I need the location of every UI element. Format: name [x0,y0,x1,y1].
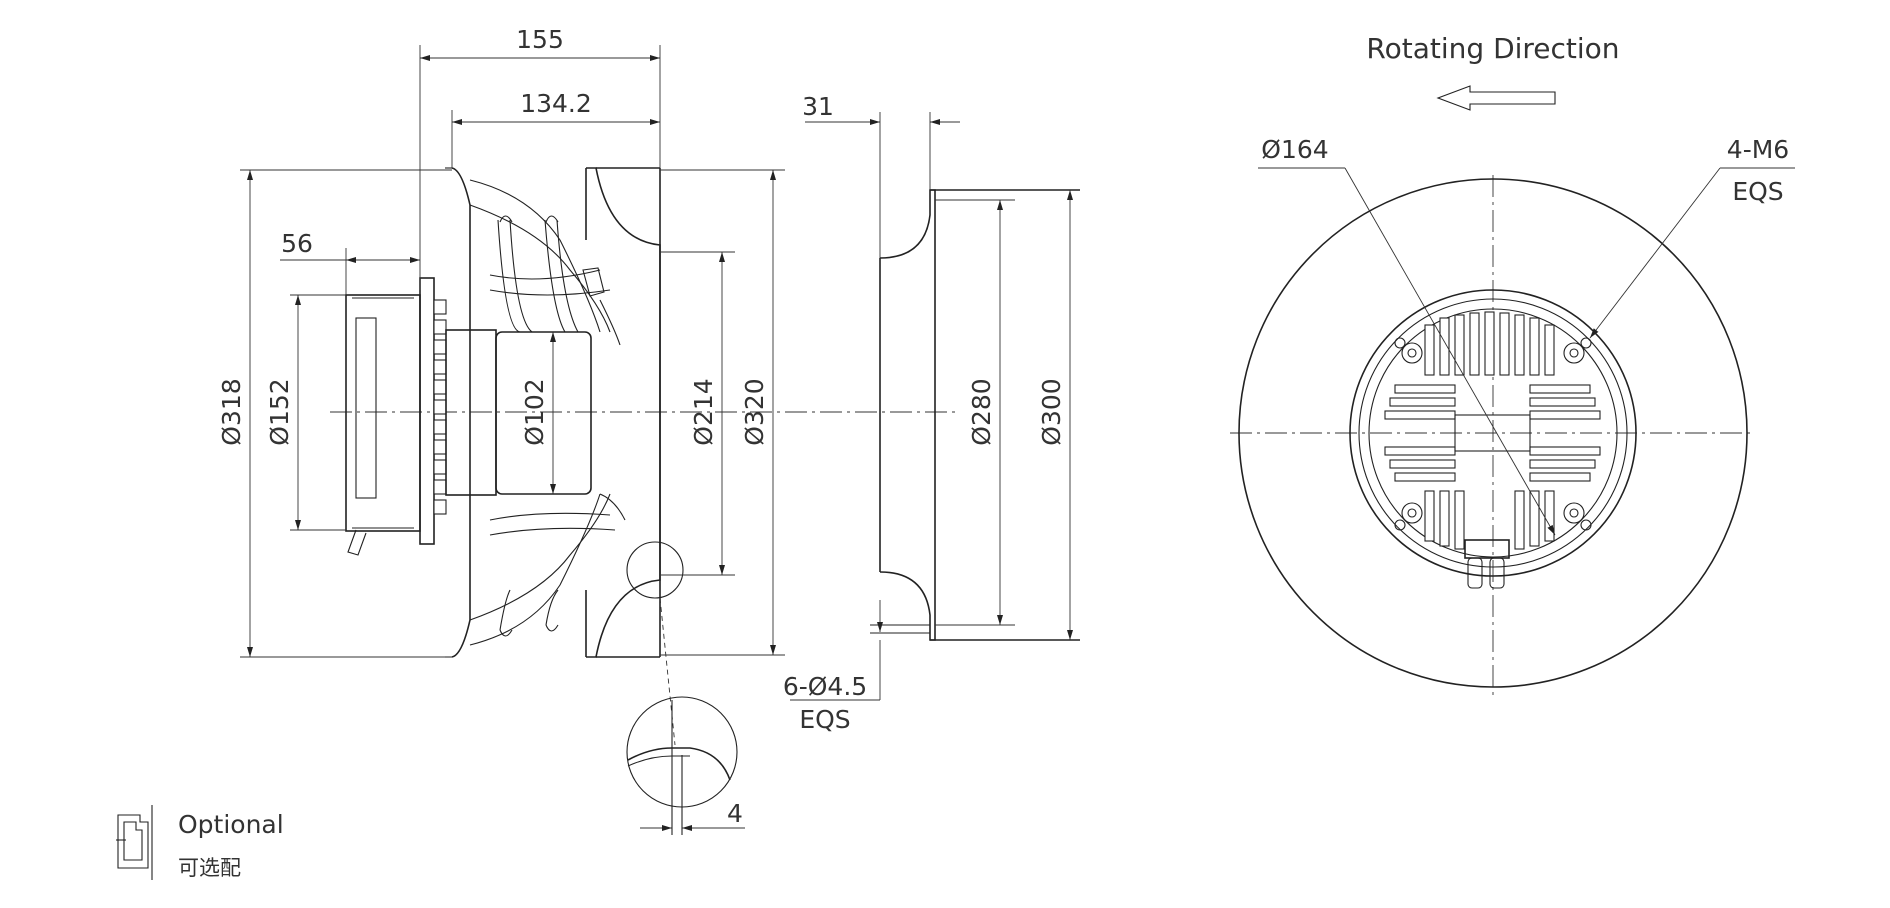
dim-impeller-depth: 134.2 [520,89,592,118]
motor-body [345,294,421,532]
motor-outer [1349,289,1637,577]
motor-flange [419,277,435,545]
dim-dia-102: Ø102 [520,378,549,445]
detail-marker-circle [626,541,684,599]
motor-face [1368,308,1618,558]
motor-face-fins [1384,311,1601,550]
dim-holes: 6-Ø4.5 [783,672,867,701]
dim-overall-depth: 155 [516,25,564,54]
dim-dia-280: Ø280 [967,378,996,445]
dim-thread-eqs: EQS [1732,177,1783,206]
cable-glands [1464,539,1510,589]
detail-view [626,696,745,835]
dim-dia-152: Ø152 [265,378,294,445]
dim-dia-300: Ø300 [1037,378,1066,445]
impeller-backplate [451,167,471,658]
inlet-ring [879,189,936,641]
dim-dia-320: Ø320 [740,378,769,445]
side-view [330,167,1080,746]
dim-detail-thickness: 4 [727,799,743,828]
dim-dia-214: Ø214 [689,378,718,445]
motor-connector [355,317,377,499]
dim-dia-318: Ø318 [217,378,246,445]
flange-fins [433,299,447,515]
bolt-holes [1394,337,1592,531]
impeller-blades [469,179,626,646]
outer-ring [1238,178,1748,688]
dim-motor-protrusion: 56 [281,229,313,258]
legend-optional-cn: 可选配 [178,856,241,880]
dim-dia-164: Ø164 [1261,135,1328,164]
side-dimensions [240,45,1073,701]
optional-part-icon [116,805,153,880]
rotor-hub [445,329,497,496]
arrow-left-icon [1436,85,1556,111]
impeller-shroud [586,167,661,658]
rotor-cylinder [495,331,592,495]
dim-thread: 4-M6 [1727,135,1789,164]
legend-optional-en: Optional [178,810,284,839]
cable-gland [347,529,367,556]
dim-holes-eqs: EQS [799,705,850,734]
dim-inlet-ring-depth: 31 [802,92,834,121]
rotating-direction-label: Rotating Direction [1366,32,1619,65]
front-view [1230,85,1795,695]
